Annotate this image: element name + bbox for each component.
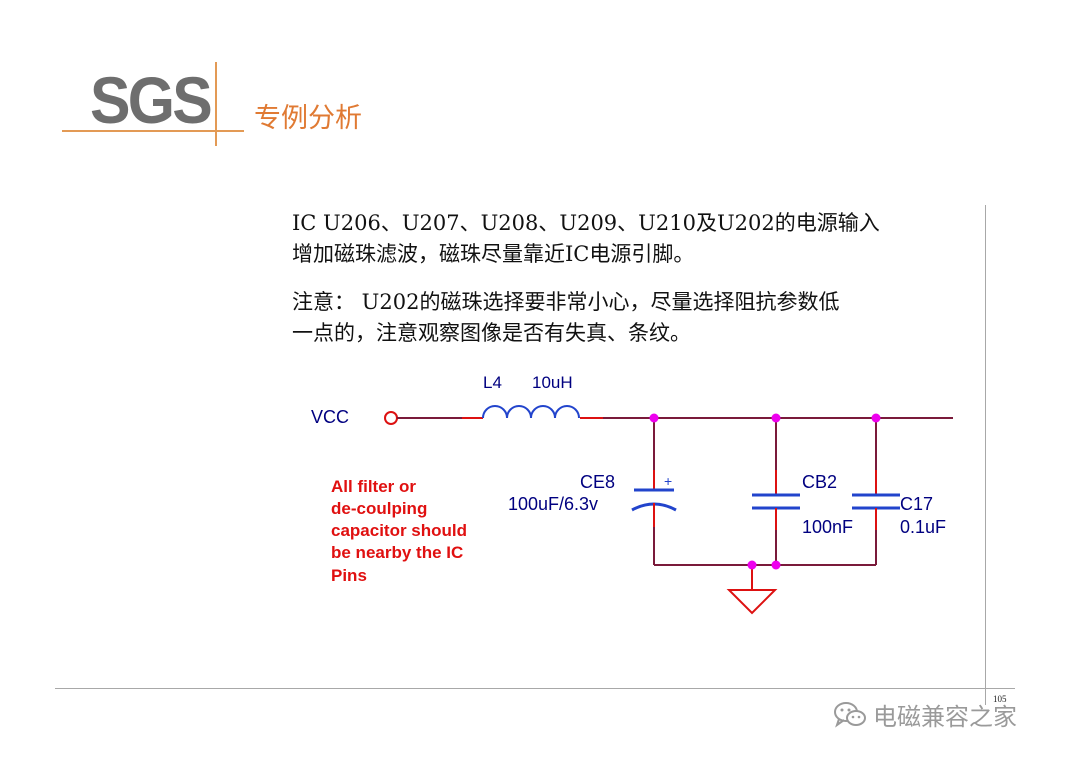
paragraph-2-line-1: 注意： U202的磁珠选择要非常小心，尽量选择阻抗参数低 — [292, 290, 840, 314]
cb2-ref-label: CB2 — [802, 472, 837, 492]
right-divider — [985, 205, 986, 705]
wechat-icon — [834, 701, 866, 728]
logo-vertical-rule — [215, 62, 217, 146]
junction-dot — [747, 560, 757, 570]
junction-dot — [871, 413, 881, 423]
ce8-ref-label: CE8 — [580, 472, 615, 492]
filter-note-line-2: de-coulping — [331, 499, 427, 518]
inductor-ref-label: L4 — [483, 373, 502, 392]
cb2-value-label: 100nF — [802, 517, 853, 537]
ce8-polarity-mark: + — [664, 473, 672, 489]
vcc-label: VCC — [311, 407, 349, 427]
paragraph-1-line-1: IC U206、U207、U208、U209、U210及U202的电源输入 — [292, 211, 880, 235]
footer-divider — [55, 688, 1015, 689]
watermark-text: 电磁兼容之家 — [873, 703, 1017, 731]
filter-note-line-5: Pins — [331, 566, 367, 585]
paragraph-1: IC U206、U207、U208、U209、U210及U202的电源输入 增加… — [292, 208, 972, 270]
paragraph-2: 注意： U202的磁珠选择要非常小心，尽量选择阻抗参数低 一点的，注意观察图像是… — [292, 287, 972, 349]
junction-dot — [649, 413, 659, 423]
filter-note-line-4: be nearby the IC — [331, 543, 463, 562]
ce8-value-label: 100uF/6.3v — [508, 494, 598, 514]
filter-note-line-3: capacitor should — [331, 521, 467, 540]
paragraph-2-line-2: 一点的，注意观察图像是否有失真、条纹。 — [292, 321, 691, 345]
ground-symbol — [726, 589, 778, 615]
inductor-l4-coil — [482, 405, 580, 419]
c17-ref-label: C17 — [900, 494, 933, 514]
junction-dot — [771, 560, 781, 570]
junction-dot — [771, 413, 781, 423]
vcc-terminal — [384, 411, 398, 425]
paragraph-1-line-2: 增加磁珠滤波，磁珠尽量靠近IC电源引脚。 — [292, 242, 695, 266]
sgs-logo: SGS — [90, 63, 213, 137]
slide-title: 专例分析 — [254, 103, 362, 134]
filter-note-line-1: All filter or — [331, 477, 416, 496]
c17-value-label: 0.1uF — [900, 517, 946, 537]
filter-note: All filter or de-coulping capacitor shou… — [331, 477, 467, 585]
logo-horizontal-rule — [62, 130, 244, 132]
page-number: 105 — [993, 694, 1007, 704]
inductor-value-label: 10uH — [532, 373, 573, 392]
watermark: 电磁兼容之家 — [833, 697, 1017, 732]
